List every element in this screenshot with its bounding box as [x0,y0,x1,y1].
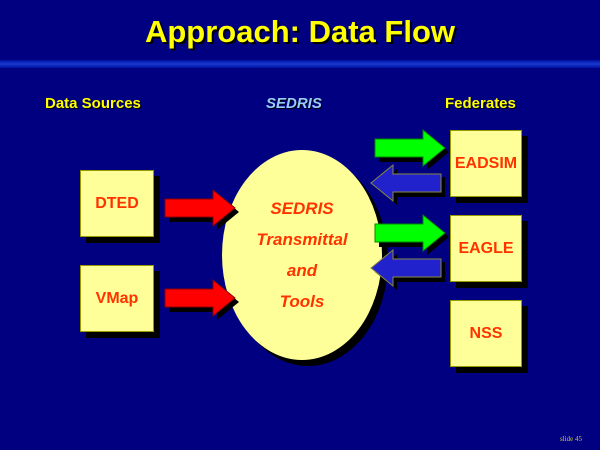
federate-box-eadsim: EADSIM [450,130,522,197]
header-federates: Federates [445,95,516,112]
slide-title: Approach: Data Flow [144,14,455,49]
source-box-vmap: VMap [80,265,154,332]
sedris-ellipse: SEDRIS Transmittal and Tools [222,150,382,360]
arrow-left-icon [370,248,445,290]
center-line-4: Tools [279,292,325,311]
federate-box-nss: NSS [450,300,522,367]
center-line-3: and [286,261,318,280]
header-data-sources: Data Sources [45,95,141,112]
arrow-right-icon [374,128,449,170]
center-line-2: Transmittal [256,230,348,249]
source-box-dted: DTED [80,170,154,237]
federate-box-eagle: EAGLE [450,215,522,282]
title-divider [0,60,600,68]
arrow-right-icon [164,188,239,230]
arrow-right-icon [164,278,239,320]
arrow-left-icon [370,163,445,205]
header-sedris: SEDRIS [266,95,322,112]
slide-number: slide 45 [560,435,582,443]
center-line-1: SEDRIS [270,199,334,218]
arrow-right-icon [374,213,449,255]
